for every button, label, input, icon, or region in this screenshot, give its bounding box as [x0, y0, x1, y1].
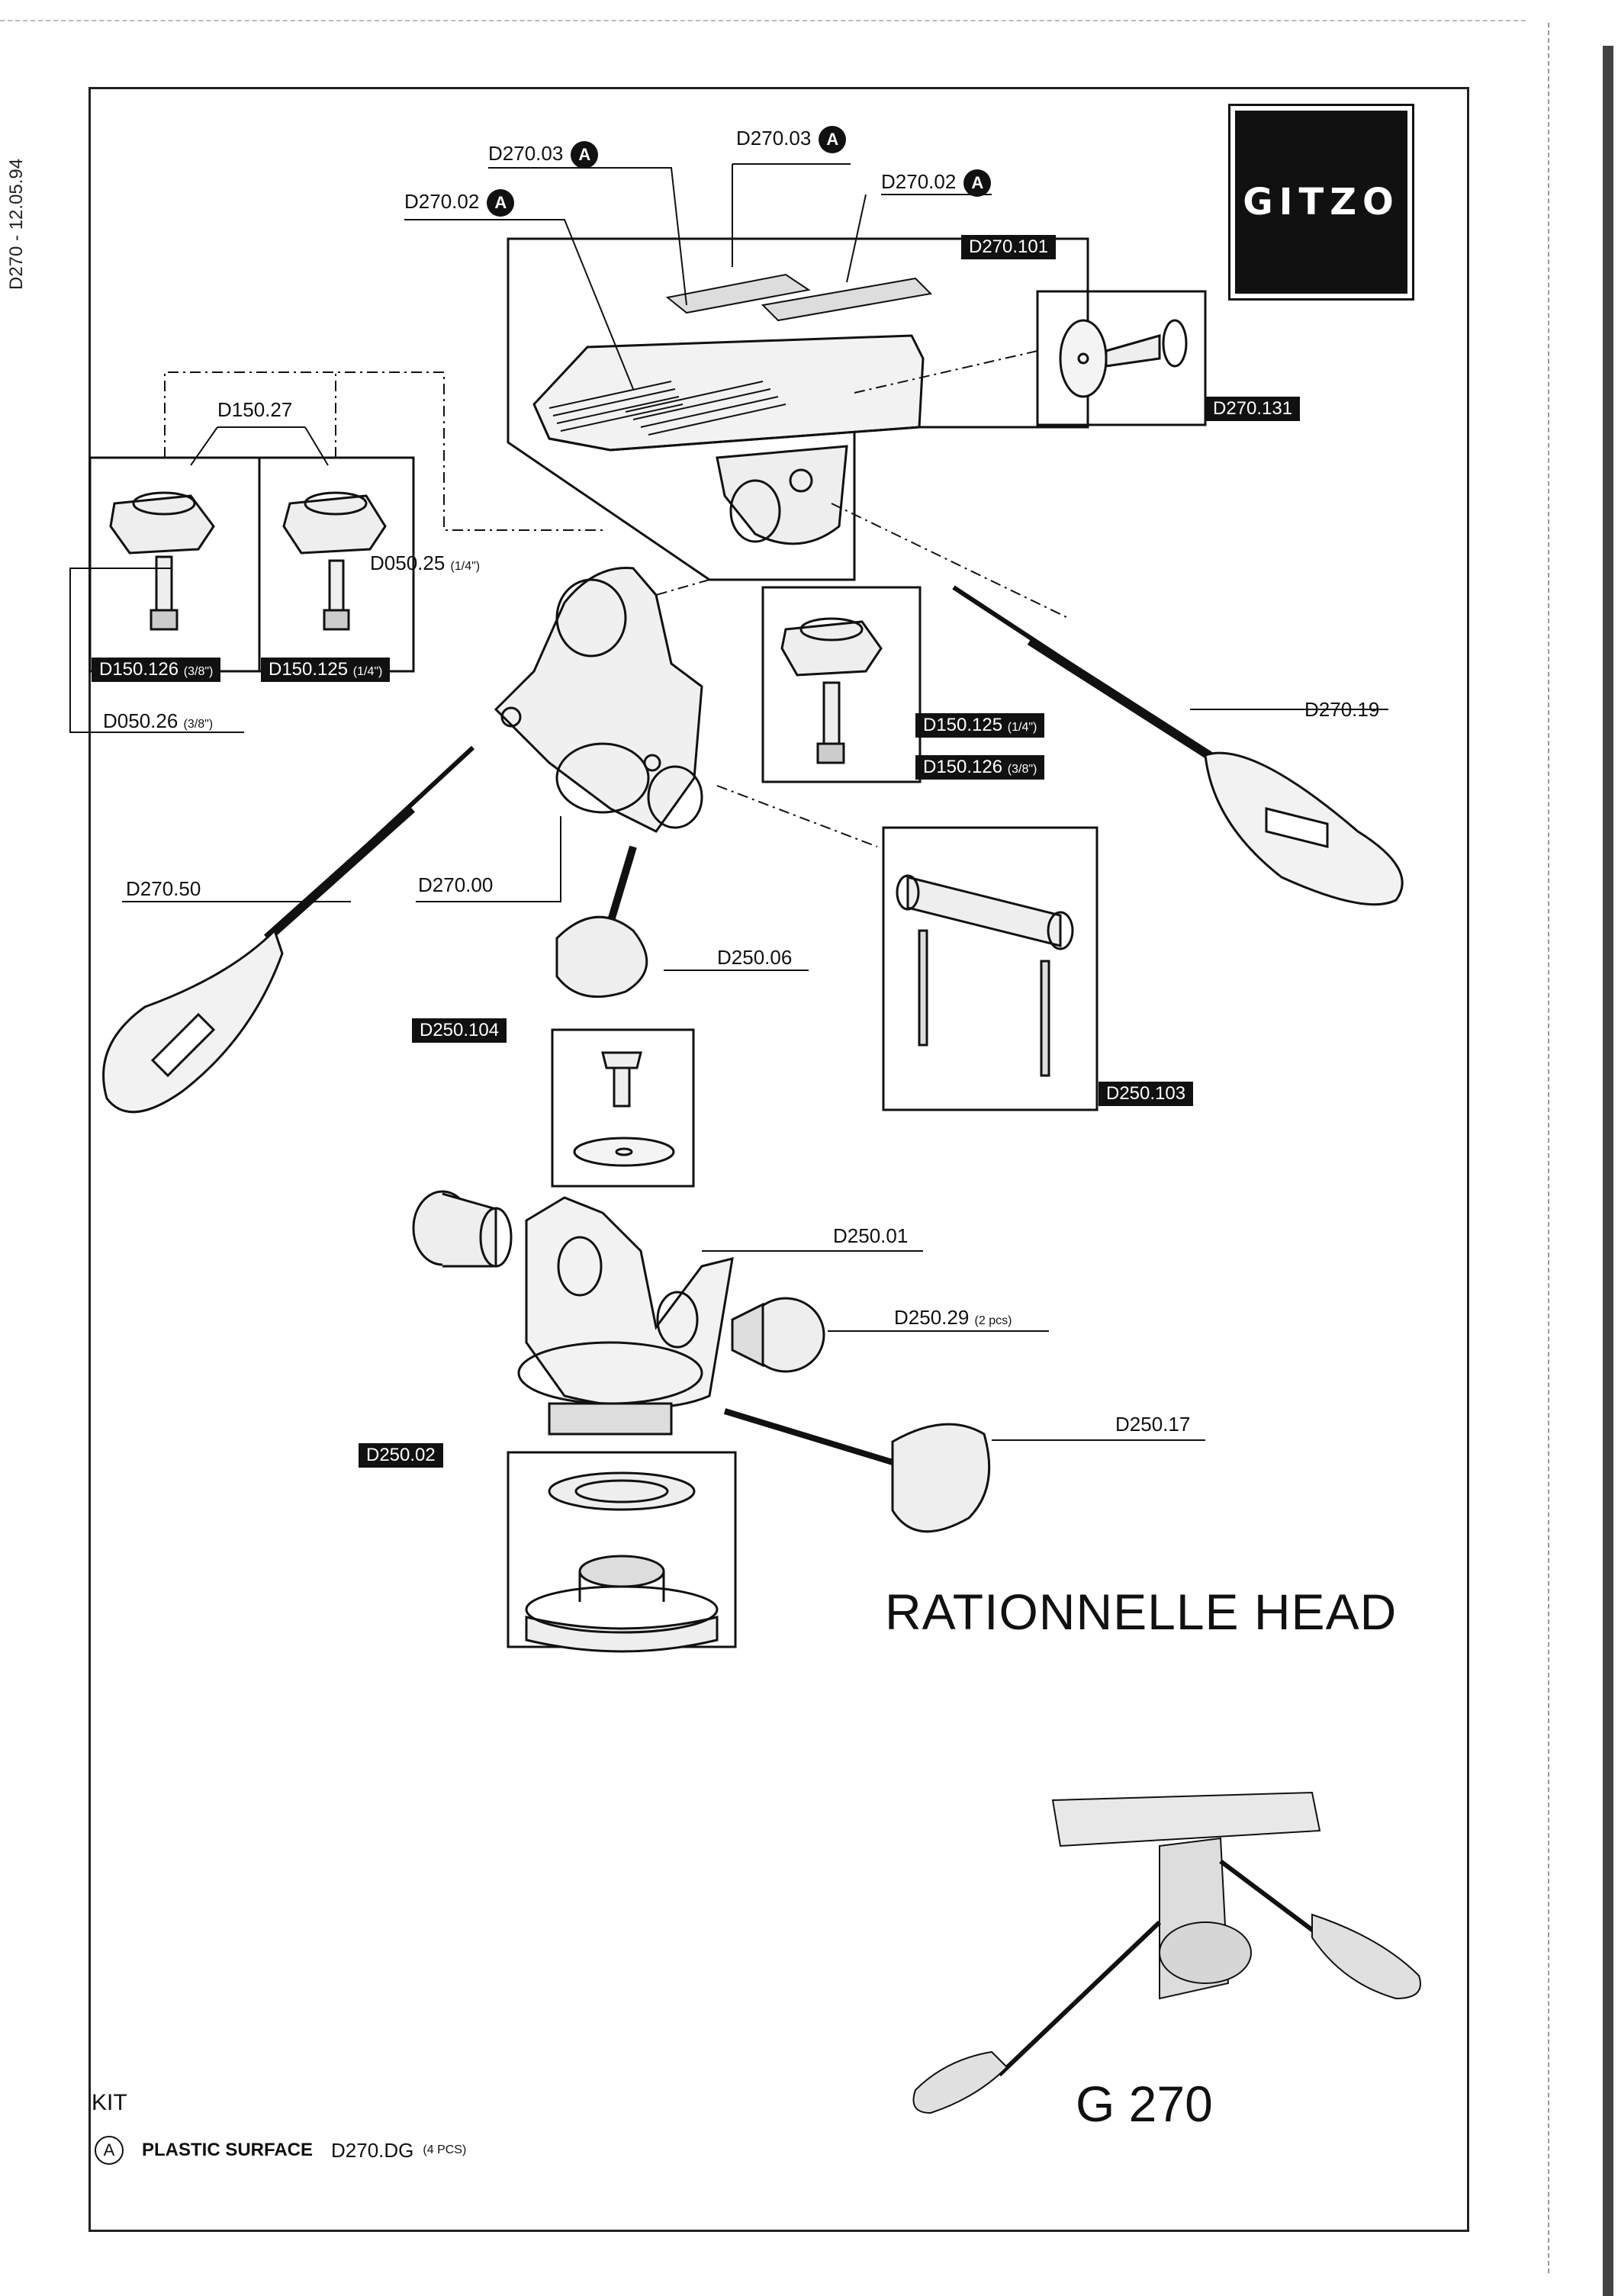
tag-text: D150.126	[923, 757, 1003, 777]
callout-size: (3/8")	[183, 718, 214, 731]
tag-size: (1/4")	[1007, 721, 1037, 734]
callout-d270-03-right: D270.03 A	[736, 126, 847, 153]
assembled-head-thumbnail	[912, 1791, 1421, 2114]
product-title: RATIONNELLE HEAD	[885, 1584, 1398, 1640]
callout-d050-26: D050.26 (3/8")	[103, 709, 213, 733]
callout-size: (1/4")	[450, 560, 481, 573]
scan-top-rule	[0, 20, 1526, 21]
callout-d250-17: D250.17	[1115, 1413, 1191, 1436]
tag-d250-02: D250.02	[359, 1443, 443, 1468]
tag-size: (1/4")	[352, 665, 383, 678]
callout-text: D050.25	[370, 551, 446, 574]
tag-d150-126-left: D150.126 (3/8")	[92, 658, 221, 682]
tag-d150-125-left: D150.125 (1/4")	[261, 658, 391, 682]
callout-text: D270.03	[488, 141, 564, 165]
pan-lock-knob	[723, 1408, 991, 1533]
plate-ridges	[548, 381, 786, 436]
tag-size: (3/8")	[183, 665, 214, 678]
kit-quantity: (4 PCS)	[423, 2143, 467, 2156]
left-knob-box-1	[88, 456, 261, 673]
right-pan-handle	[952, 585, 1404, 906]
callout-d250-29: D250.29 (2 pcs)	[894, 1306, 1012, 1330]
callout-text: D050.26	[103, 709, 179, 732]
bushing-left	[412, 1190, 513, 1268]
callout-qty: (2 pcs)	[974, 1314, 1012, 1327]
tag-d270-101: D270.101	[961, 235, 1057, 259]
plate-mount	[716, 445, 848, 545]
tag-d250-104: D250.104	[412, 1018, 507, 1043]
kit-row: A PLASTIC SURFACE D270.DG (4 PCS)	[95, 2136, 466, 2165]
pan-base-body	[517, 1196, 734, 1436]
model-number: G 270	[1076, 2076, 1213, 2132]
center-knob-box	[761, 586, 922, 783]
kit-description: PLASTIC SURFACE	[142, 2140, 314, 2160]
screw-washer-box	[1036, 290, 1207, 426]
drawing-frame	[88, 87, 1469, 2232]
washer-screw-box	[551, 1028, 695, 1188]
callout-d150-27: D150.27	[217, 398, 293, 421]
callout-text: D270.02	[404, 189, 480, 213]
brand-logo: GITZO	[1228, 104, 1414, 301]
left-pan-handle	[102, 745, 475, 1114]
cap-d250-29	[731, 1297, 825, 1373]
tag-text: D150.126	[99, 659, 179, 680]
tilt-lock-knob	[555, 845, 648, 998]
kit-marker-circle: A	[95, 2136, 124, 2165]
kit-a-badge: A	[819, 126, 847, 153]
camera-plate	[532, 334, 925, 452]
knob-left-2	[282, 491, 387, 631]
kit-a-badge: A	[487, 189, 515, 217]
tag-size: (3/8")	[1007, 763, 1037, 776]
scan-edge-strip	[1548, 23, 1618, 2296]
callout-d250-01: D250.01	[833, 1224, 909, 1247]
callout-d050-25: D050.25 (1/4")	[370, 551, 480, 575]
kit-a-badge: A	[571, 141, 599, 169]
brand-logo-text: GITZO	[1235, 111, 1407, 294]
callout-text: D250.29	[894, 1306, 970, 1329]
kit-code: D270.DG	[331, 2138, 414, 2162]
tag-d250-103: D250.103	[1099, 1082, 1194, 1106]
kit-a-badge: A	[963, 169, 992, 197]
plastic-strips	[665, 273, 933, 322]
callout-text: D270.03	[736, 126, 812, 150]
pin-sleeve-box	[882, 826, 1099, 1111]
callout-d270-00: D270.00	[418, 873, 494, 896]
callout-d270-19: D270.19	[1304, 698, 1380, 721]
knob-left-1	[109, 491, 215, 631]
callout-text: D270.02	[881, 169, 957, 193]
callout-d270-03-left: D270.03 A	[488, 141, 599, 169]
kit-heading: KIT	[92, 2090, 127, 2115]
tag-d150-125-center: D150.125 (1/4")	[915, 713, 1045, 738]
tag-text: D150.125	[269, 659, 349, 680]
callout-d270-50: D270.50	[126, 877, 201, 900]
tilt-body	[494, 567, 703, 833]
callout-d270-02-left: D270.02 A	[404, 189, 515, 217]
callout-d250-06: D250.06	[717, 946, 793, 969]
tag-d270-131: D270.131	[1205, 397, 1301, 421]
plate-box	[507, 237, 1089, 581]
tag-d150-126-center: D150.126 (3/8")	[915, 755, 1045, 780]
tag-text: D150.125	[923, 715, 1003, 735]
